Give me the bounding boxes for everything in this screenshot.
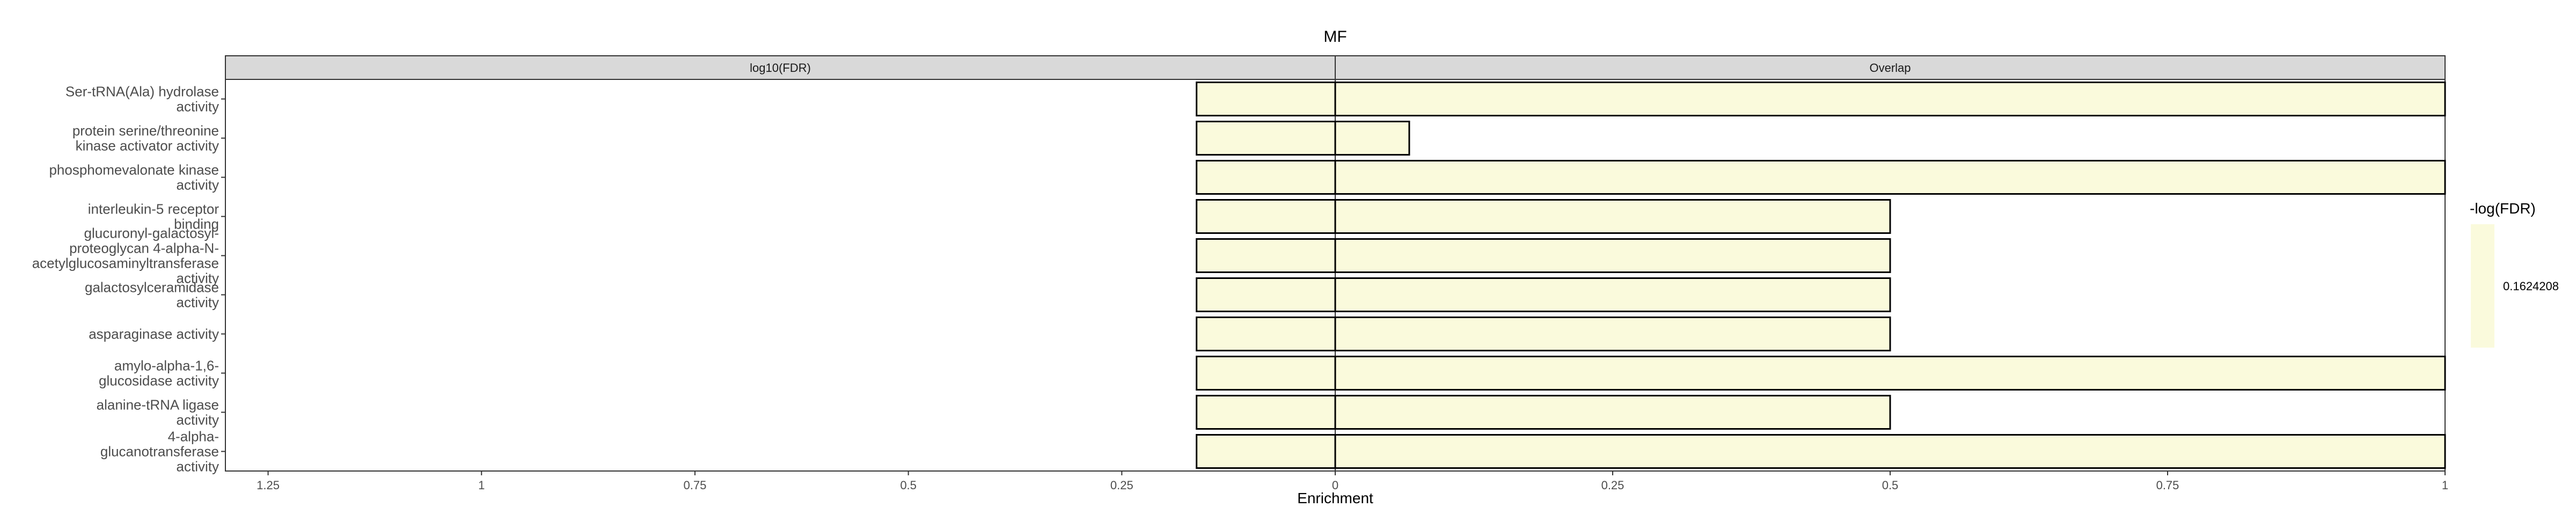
facet-strip-right bbox=[1335, 55, 2446, 80]
bar-log10fdr bbox=[1196, 160, 1336, 195]
legend: -log(FDR) 0.1624208 bbox=[2470, 200, 2559, 348]
bar-log10fdr bbox=[1196, 277, 1336, 312]
x-tick-label: 0.75 bbox=[2156, 479, 2179, 492]
bars-layer bbox=[1196, 82, 2446, 469]
facet-label-right: Overlap bbox=[1869, 61, 1911, 75]
bar-overlap bbox=[1334, 356, 2446, 391]
category-label: amylo-alpha-1,6-glucosidase activity bbox=[99, 358, 219, 389]
bar-overlap bbox=[1334, 317, 1891, 351]
bar-log10fdr bbox=[1196, 199, 1336, 234]
bar-overlap bbox=[1334, 199, 1891, 234]
bar-overlap bbox=[1334, 82, 2446, 116]
x-axis-ticks: 1.25 1 0.75 0.5 0.25 0 0.25 0.5 0.75 1 bbox=[257, 471, 2448, 492]
x-tick-label: 0.5 bbox=[900, 479, 917, 492]
bar-log10fdr bbox=[1196, 434, 1336, 469]
bar-overlap bbox=[1334, 434, 2446, 469]
x-tick-label: 0 bbox=[1332, 479, 1338, 492]
bar-log10fdr bbox=[1196, 395, 1336, 430]
facet-label-left: log10(FDR) bbox=[750, 61, 811, 75]
legend-value-label: 0.1624208 bbox=[2503, 279, 2559, 293]
category-label: asparaginase activity bbox=[89, 326, 219, 342]
legend-color-key bbox=[2471, 224, 2494, 348]
category-label: glucuronyl-galactosyl-proteoglycan 4-alp… bbox=[32, 225, 219, 286]
x-tick-label: 1.25 bbox=[257, 479, 280, 492]
x-tick-label: 0.5 bbox=[1882, 479, 1899, 492]
bar-overlap bbox=[1334, 160, 2446, 195]
x-tick-label: 0.75 bbox=[684, 479, 707, 492]
x-tick-label: 0.25 bbox=[1601, 479, 1624, 492]
bar-log10fdr bbox=[1196, 121, 1336, 156]
bar-overlap bbox=[1334, 238, 1891, 273]
x-tick-label: 1 bbox=[2442, 479, 2448, 492]
bar-log10fdr bbox=[1196, 317, 1336, 351]
facet-strips: log10(FDR) Overlap bbox=[225, 55, 2446, 80]
bar-overlap bbox=[1334, 121, 1410, 156]
x-tick-label: 0.25 bbox=[1110, 479, 1133, 492]
facet-strip-left bbox=[225, 55, 1336, 80]
bar-log10fdr bbox=[1196, 356, 1336, 391]
x-axis-title: Enrichment bbox=[1297, 490, 1373, 506]
x-tick-label: 1 bbox=[478, 479, 485, 492]
legend-title: -log(FDR) bbox=[2470, 200, 2536, 217]
chart-title: MF bbox=[1323, 28, 1346, 46]
bar-log10fdr bbox=[1196, 82, 1336, 116]
bar-overlap bbox=[1334, 277, 1891, 312]
bar-overlap bbox=[1334, 395, 1891, 430]
bar-log10fdr bbox=[1196, 238, 1336, 273]
